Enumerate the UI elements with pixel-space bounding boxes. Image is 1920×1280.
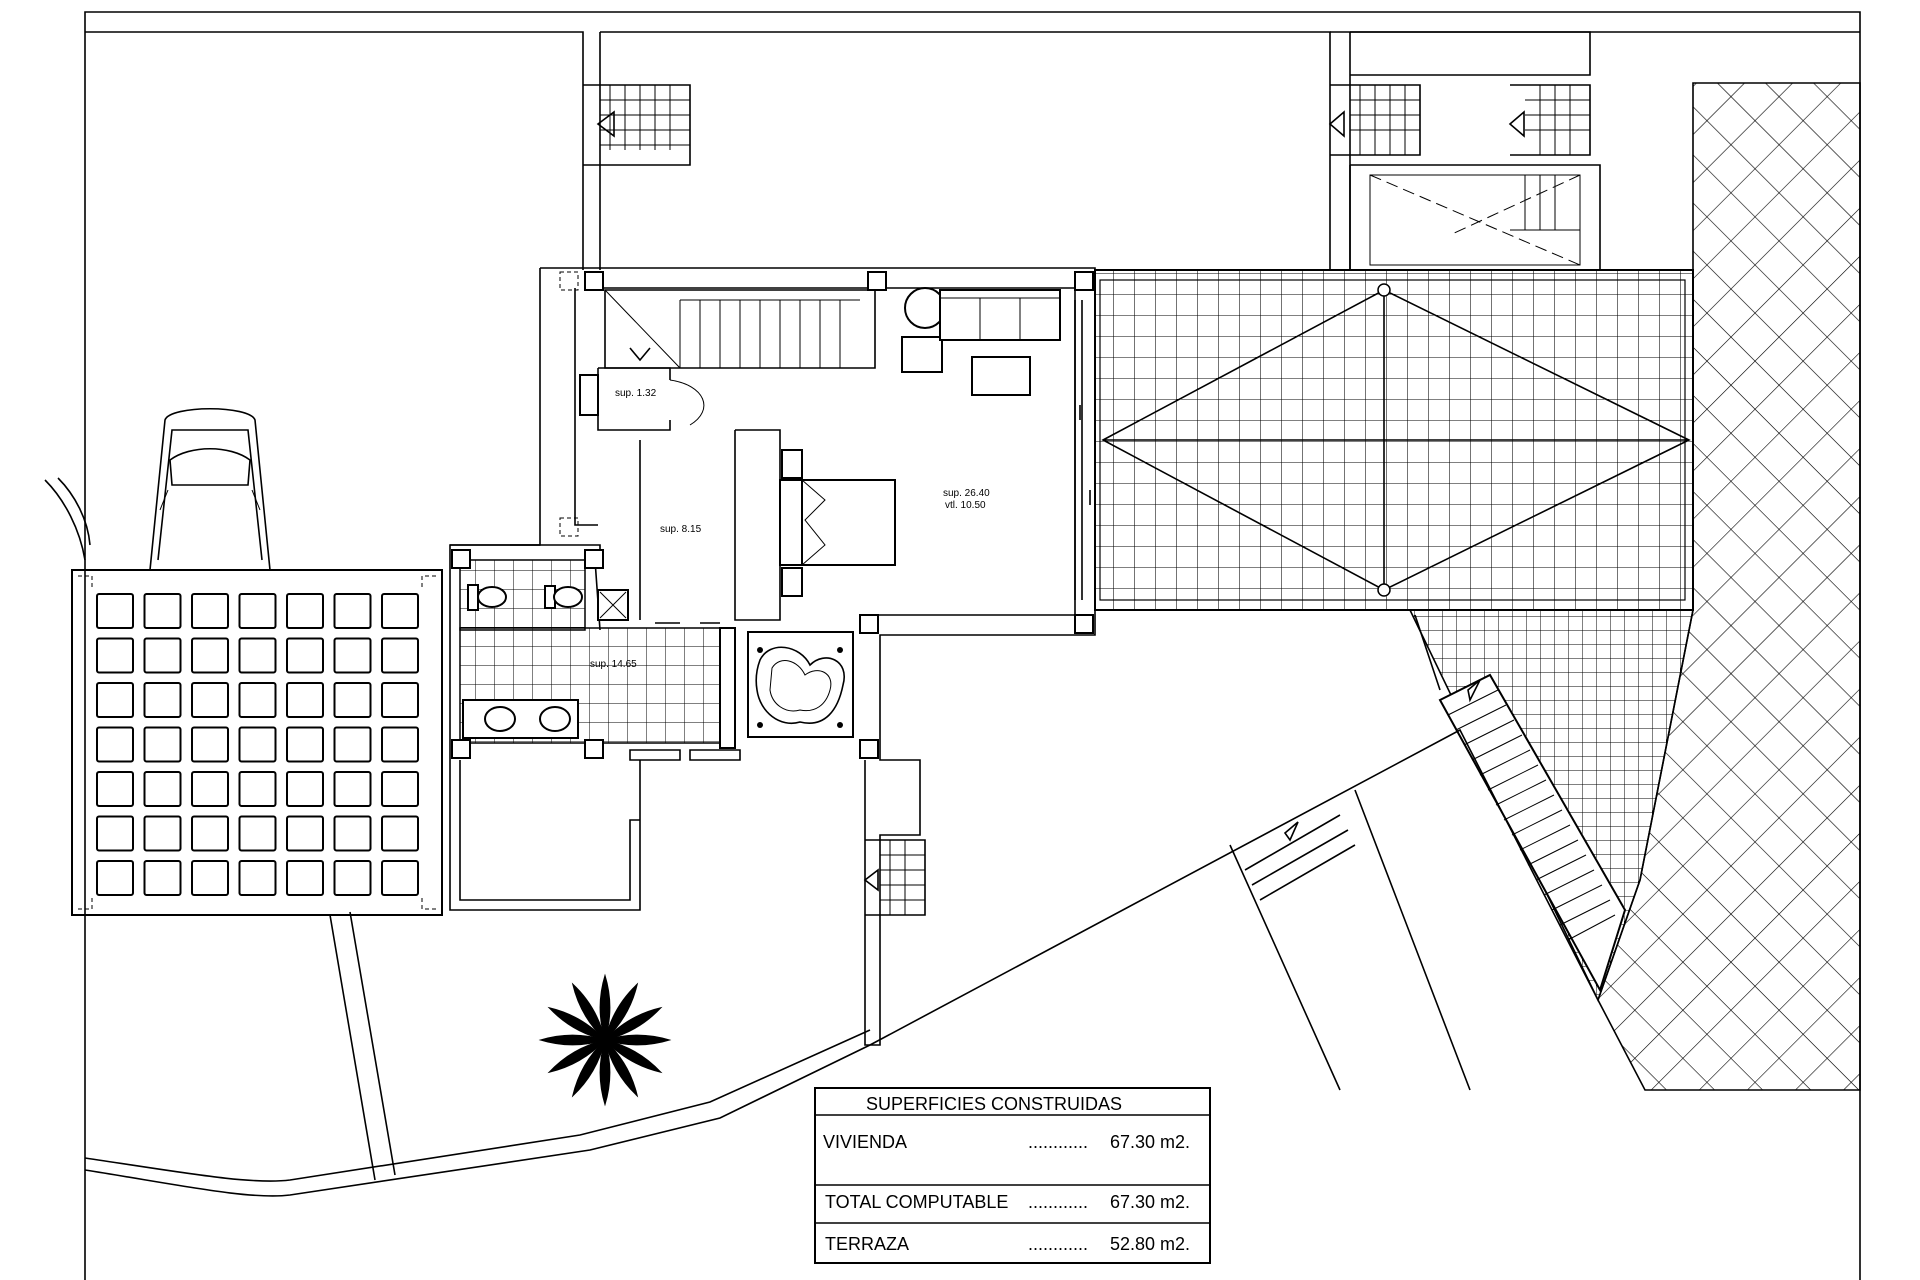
jacuzzi-icon xyxy=(747,631,854,738)
label-bedroom-vtl: vtl. 10.50 xyxy=(945,500,986,511)
left-patio xyxy=(71,569,443,916)
stair-bottom xyxy=(863,839,926,916)
row-value-terraza: 52.80 m2. xyxy=(1110,1234,1190,1254)
row-label-vivienda: VIVIENDA xyxy=(823,1132,907,1152)
row-dots-terraza: ............ xyxy=(1028,1234,1088,1254)
label-bedroom-area: sup. 26.40 xyxy=(943,488,990,499)
column-markers xyxy=(451,271,1094,759)
palm-tree-icon xyxy=(538,973,672,1107)
label-bath: sup. 14.65 xyxy=(590,659,637,670)
row-label-terraza: TERRAZA xyxy=(825,1234,909,1254)
room-labels: sup. 1.32 sup. 8.15 sup. 26.40 vtl. 10.5… xyxy=(590,388,990,670)
toilet-icon xyxy=(467,584,583,611)
label-dressing: sup. 8.15 xyxy=(660,524,702,535)
row-dots-vivienda: ............ xyxy=(1028,1132,1088,1152)
terrace xyxy=(1094,269,1694,611)
stair-top-left xyxy=(583,84,691,166)
row-value-total: 67.30 m2. xyxy=(1110,1192,1190,1212)
stair-top-right xyxy=(1328,31,1601,270)
sloped-paths xyxy=(869,728,1599,1091)
exterior-stair xyxy=(1438,673,1627,993)
garden-boundary xyxy=(44,477,871,1197)
row-value-vivienda: 67.30 m2. xyxy=(1110,1132,1190,1152)
table-title: SUPERFICIES CONSTRUIDAS xyxy=(866,1094,1122,1114)
row-dots-total: ............ xyxy=(1028,1192,1088,1212)
row-label-total: TOTAL COMPUTABLE xyxy=(825,1192,1008,1212)
label-entry: sup. 1.32 xyxy=(615,388,657,399)
house xyxy=(449,267,1096,1046)
car-icon xyxy=(149,408,271,571)
surfaces-table: SUPERFICIES CONSTRUIDAS VIVIENDA .......… xyxy=(814,1087,1211,1264)
sink-icon xyxy=(462,699,579,739)
